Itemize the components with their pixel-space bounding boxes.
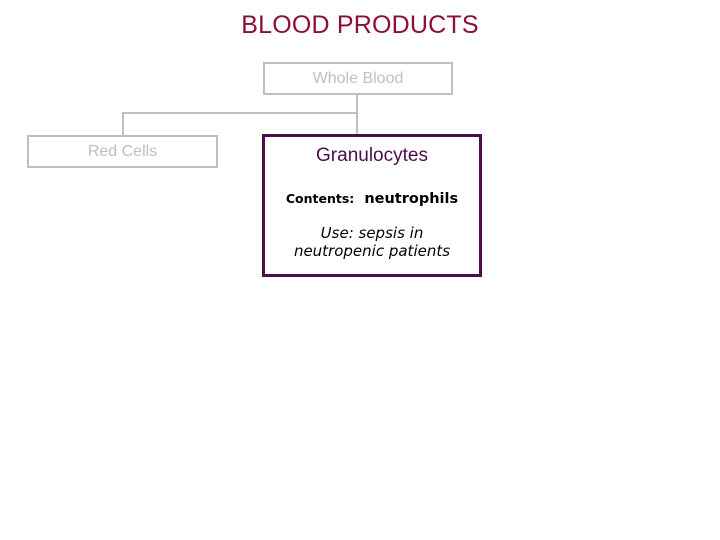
connector-horizontal-bus (122, 112, 358, 114)
page-title: BLOOD PRODUCTS (241, 11, 479, 39)
node-granulocytes-use-text: Use: sepsis in neutropenic patients (265, 224, 479, 262)
connector-red-cells-drop (122, 112, 124, 135)
node-whole-blood[interactable]: Whole Blood (263, 62, 453, 95)
node-granulocytes-label: Granulocytes (316, 145, 428, 166)
use-line-2: neutropenic patients (293, 242, 451, 261)
node-whole-blood-label: Whole Blood (312, 69, 404, 87)
contents-label: Contents: (285, 190, 355, 206)
use-line-1: Use: sepsis in (320, 223, 424, 242)
node-granulocytes-contents-row: Contents: neutrophils (286, 190, 458, 208)
contents-value: neutrophils (364, 190, 459, 207)
connector-whole-blood-trunk (356, 95, 358, 134)
node-granulocytes[interactable]: Granulocytes Contents: neutrophils Use: s… (262, 134, 482, 277)
node-red-cells[interactable]: Red Cells (27, 135, 218, 168)
node-red-cells-label: Red Cells (87, 142, 158, 160)
